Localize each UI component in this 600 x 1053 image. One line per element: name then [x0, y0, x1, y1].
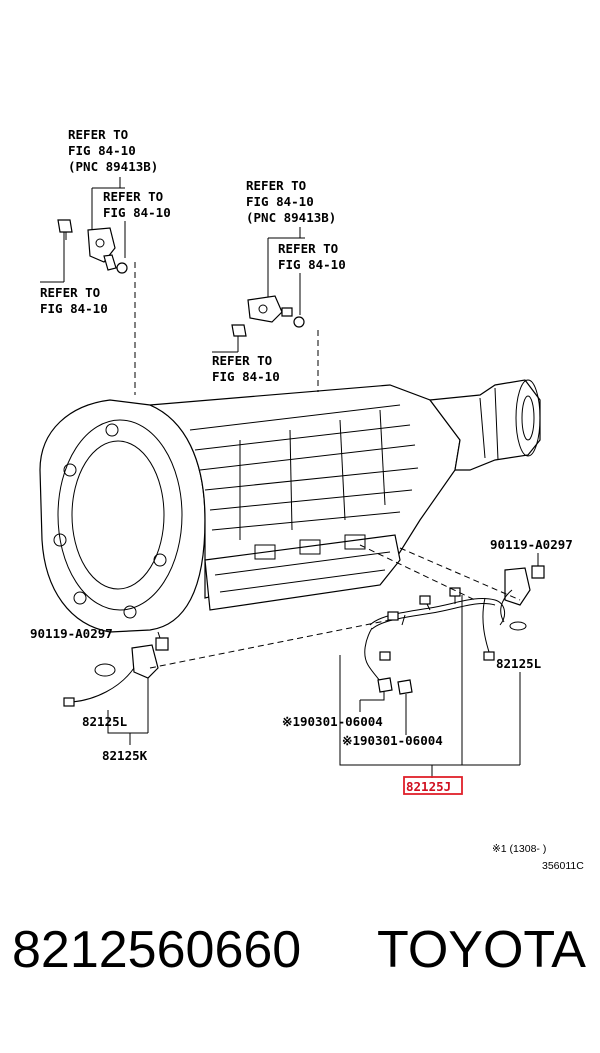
- wiring-harness: ※190301-06004 ※190301-06004 82125J: [282, 544, 521, 795]
- speed-sensor-left-lower: 90119-A0297 82125L 82125K: [30, 619, 391, 763]
- note-date-range: ※1 (1308- ): [492, 843, 546, 855]
- speed-sensor-middle: REFER TO FIG 84-10 (PNC 89413B) REFER TO…: [212, 178, 346, 392]
- callout-ref-mid-sub: REFER TO FIG 84-10: [278, 241, 346, 272]
- callout-ref-mid-bolt: REFER TO FIG 84-10: [212, 353, 280, 384]
- part-label-clamp-2: ※190301-06004: [342, 733, 443, 748]
- highlight-box: [403, 776, 463, 795]
- caption-brand: TOYOTA: [377, 921, 586, 979]
- callout-ref-left-bolt: REFER TO FIG 84-10: [40, 285, 108, 316]
- part-label-sensor-left-k: 82125K: [102, 748, 148, 763]
- caption-part-number: 8212560660: [12, 921, 302, 979]
- callout-ref-mid: REFER TO FIG 84-10 (PNC 89413B): [246, 178, 336, 225]
- part-label-sensor-right: 82125L: [496, 656, 542, 671]
- note-figure-code: 356011C: [542, 860, 584, 872]
- part-label-bolt-left: 90119-A0297: [30, 626, 113, 641]
- transmission-assembly: [39, 379, 541, 633]
- part-label-clamp-1: ※190301-06004: [282, 714, 383, 729]
- callout-ref-top-left-sub: REFER TO FIG 84-10: [103, 189, 171, 220]
- part-label-bolt-right: 90119-A0297: [490, 537, 573, 552]
- part-label-sensor-left-l: 82125L: [82, 714, 128, 729]
- part-label-harness-highlight: 82125J: [406, 779, 451, 794]
- speed-sensor-right: 90119-A0297 82125L: [490, 537, 573, 765]
- callout-ref-top-left: REFER TO FIG 84-10 (PNC 89413B): [68, 127, 158, 174]
- speed-sensor-top-left: REFER TO FIG 84-10 (PNC 89413B) REFER TO…: [40, 127, 171, 395]
